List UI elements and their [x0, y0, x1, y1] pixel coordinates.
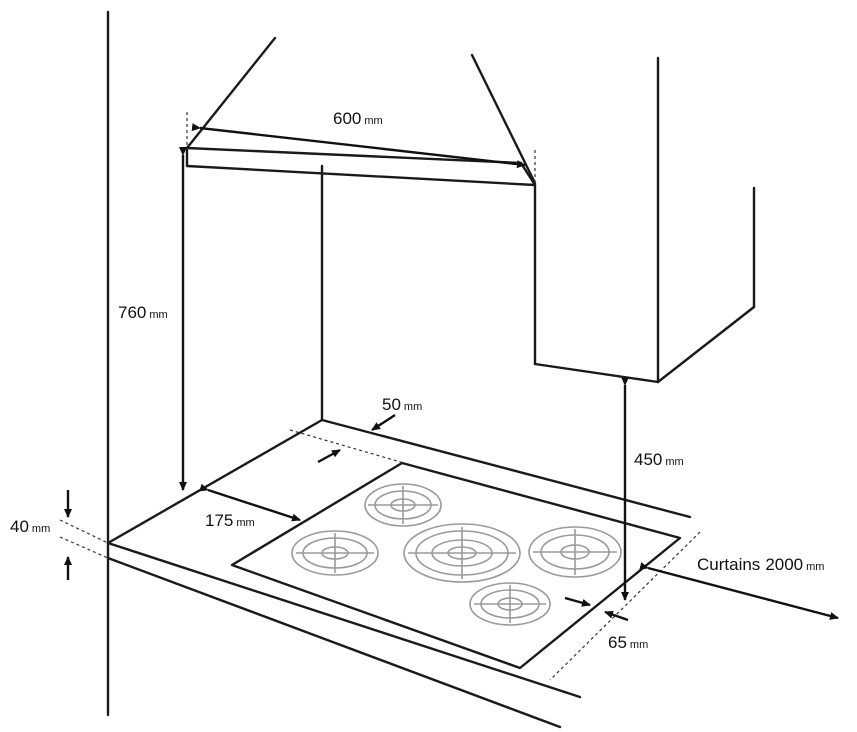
dim-600-arrow	[191, 123, 526, 169]
dim-50-arrow-bottom	[317, 448, 341, 464]
burner-right	[528, 526, 622, 578]
range-hood	[185, 146, 537, 187]
upper-cabinet	[533, 56, 756, 384]
dim-65-arrow-right	[604, 610, 629, 622]
hood-chimney-right	[470, 53, 537, 185]
dim-50-arrow-top	[371, 413, 396, 432]
burner-center	[403, 523, 521, 583]
dim-175-arrow	[199, 483, 301, 522]
dim-curtains-arrow	[639, 562, 839, 620]
dim-65-arrow-left	[564, 596, 591, 607]
burner-front-left	[291, 530, 379, 576]
cooktop	[230, 461, 682, 670]
dashed-guides	[59, 112, 701, 681]
burner-front-right	[469, 582, 551, 626]
burner-back-left	[364, 483, 442, 527]
